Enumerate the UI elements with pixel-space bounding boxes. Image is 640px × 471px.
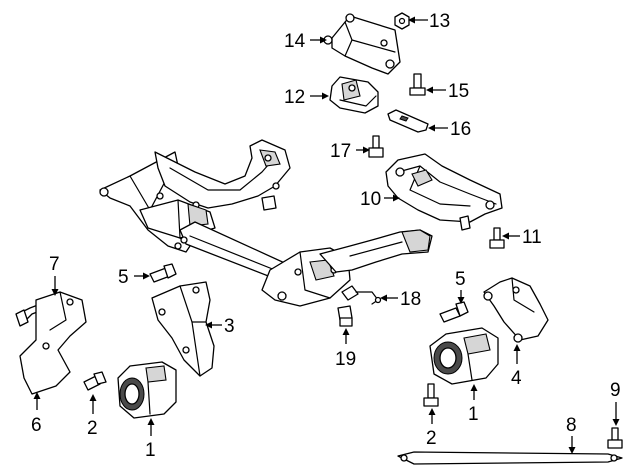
callout-10: 10: [360, 189, 381, 210]
callout-2-left: 2: [87, 418, 98, 439]
callout-1-right: 1: [468, 404, 479, 425]
part-2-bolt-right[interactable]: [423, 383, 439, 407]
callout-7: 7: [49, 254, 60, 275]
part-10-crossmember[interactable]: [385, 153, 503, 231]
callout-6: 6: [31, 415, 42, 436]
part-14-mount-bracket[interactable]: [323, 13, 401, 75]
part-18-sensor[interactable]: [341, 285, 382, 305]
part-11-bolt[interactable]: [489, 227, 505, 249]
part-1-engine-mount-left[interactable]: [117, 361, 177, 419]
part-16-bracket[interactable]: [387, 109, 429, 133]
callout-5-left: 5: [118, 267, 129, 288]
part-2-bolt-left[interactable]: [83, 371, 107, 391]
callout-4: 4: [511, 368, 522, 389]
front-subframe: [99, 139, 433, 307]
callout-18: 18: [400, 289, 421, 310]
part-5-bolt-left[interactable]: [149, 263, 177, 283]
callout-1-left: 1: [145, 440, 156, 461]
callout-17: 17: [330, 141, 351, 162]
callout-8-label: 8: [566, 415, 577, 436]
callout-11: 11: [522, 227, 542, 248]
part-4-mount-bracket[interactable]: [483, 277, 549, 343]
callout-3: 3: [224, 316, 235, 337]
part-6-heat-shield[interactable]: [19, 291, 87, 395]
callout-12-label: 12: [284, 87, 305, 108]
callout-19: 19: [335, 349, 356, 370]
callout-5-right: 5: [455, 269, 466, 290]
part-17-bolt[interactable]: [368, 135, 384, 158]
part-19-bolt[interactable]: [337, 305, 353, 327]
part-9-bolt[interactable]: [607, 427, 623, 449]
part-15-bolt[interactable]: [409, 73, 426, 96]
part-3-mount-bracket[interactable]: [151, 281, 215, 377]
leader-lines: [33, 16, 620, 454]
callout-9-label-text: 9: [610, 380, 621, 401]
callout-16: 16: [450, 119, 471, 140]
part-12-transmission-mount[interactable]: [329, 76, 379, 114]
part-1-engine-mount-right[interactable]: [429, 327, 499, 385]
part-8-brace-rod[interactable]: [397, 451, 623, 465]
callout-15: 15: [448, 81, 469, 102]
part-5-bolt-right[interactable]: [439, 301, 469, 323]
part-13-nut[interactable]: [394, 12, 410, 30]
callout-2-right: 2: [426, 428, 437, 449]
callout-labels: 13 14 12 15 16 17 10 11 7 5 3 18 5 19 4 …: [31, 11, 621, 461]
callout-14: 14: [284, 31, 306, 52]
callout-13: 13: [429, 11, 450, 32]
